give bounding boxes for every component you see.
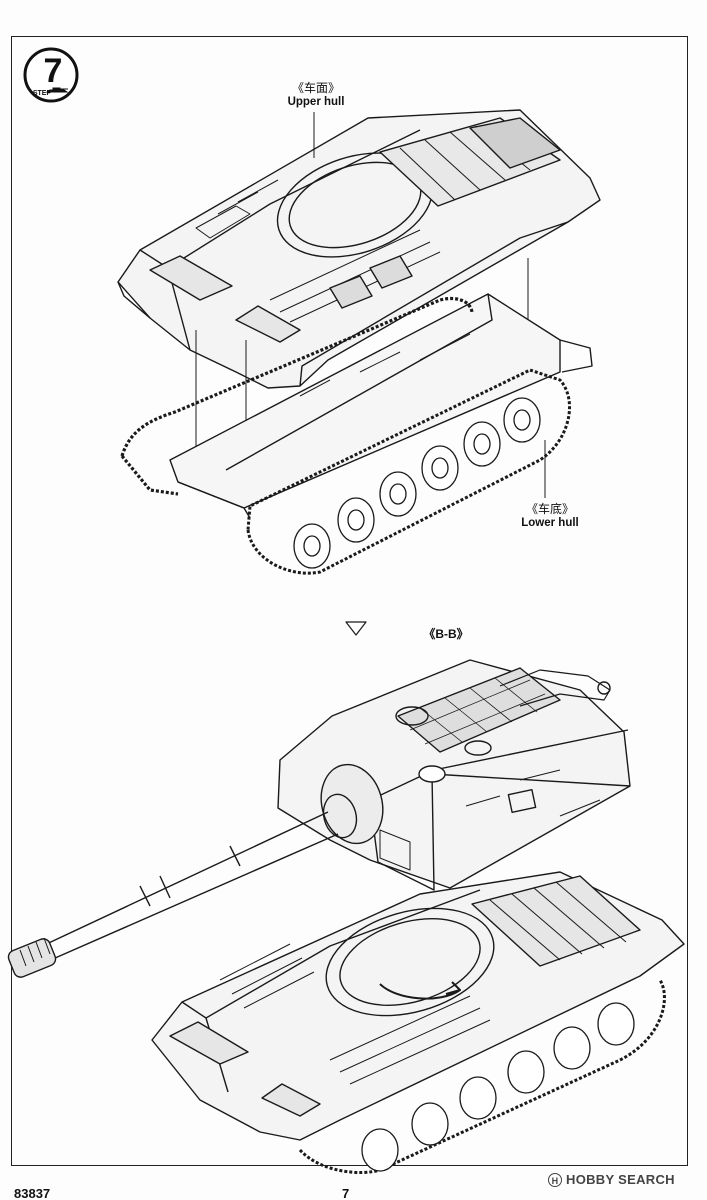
tank-silhouette-icon — [45, 87, 69, 93]
watermark-text: HOBBY SEARCH — [566, 1172, 675, 1187]
down-arrow-outline-icon — [345, 621, 367, 636]
lower-hull-label-zh: 《车底》 — [525, 502, 574, 516]
step-word: STEP — [33, 90, 52, 97]
rotate-arrow-icon — [379, 981, 461, 1000]
page-frame — [11, 36, 688, 1166]
upper-hull-drawing — [117, 109, 601, 389]
complete-hull-drawing — [151, 871, 685, 1174]
road-wheels-complete — [361, 1002, 635, 1172]
upper-hull-label-en: Upper hull — [287, 95, 345, 108]
road-wheels — [293, 397, 541, 569]
step-badge-icon: 7 STEP — [23, 47, 79, 103]
watermark-logo-icon: H — [548, 1172, 562, 1187]
lower-hull-label-en: Lower hull — [521, 516, 579, 529]
upper-hull-label-zh: 《车面》 — [291, 81, 340, 95]
kit-number: 83837 — [14, 1186, 51, 1200]
gun-barrel-drawing — [7, 811, 339, 978]
upper-hull-label: 《车面》 Upper hull — [276, 81, 356, 109]
lower-hull-drawing — [120, 293, 593, 575]
page-number: 7 — [342, 1186, 350, 1200]
step-number: 7 — [44, 52, 63, 90]
section-bb-label: 《B-B》 — [423, 627, 469, 641]
turret-drawing — [277, 659, 631, 891]
watermark: H HOBBY SEARCH — [548, 1172, 675, 1187]
lower-hull-label: 《车底》 Lower hull — [510, 502, 590, 530]
